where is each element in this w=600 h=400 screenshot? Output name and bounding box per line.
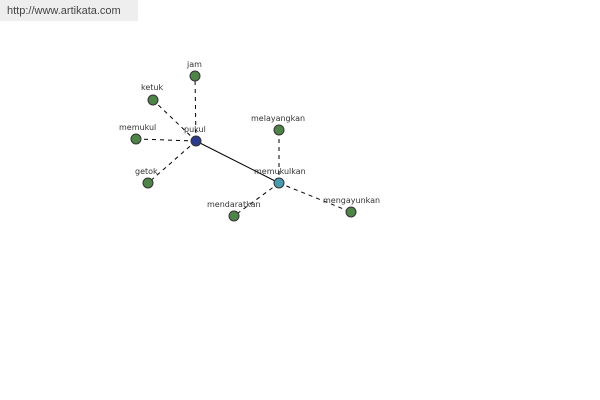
node-label-getok: getok [135, 167, 158, 176]
node-melayangkan[interactable] [273, 124, 285, 136]
edges-layer [135, 75, 352, 217]
node-ketuk[interactable] [147, 94, 159, 106]
node-label-memukul: memukul [119, 123, 156, 132]
node-label-mendaratkan: mendaratkan [207, 200, 261, 209]
node-mengayunkan[interactable] [345, 206, 357, 218]
edge-pukul-memukulkan [195, 140, 280, 184]
watermark-text: http://www.artikata.com [7, 5, 121, 17]
node-pukul[interactable] [190, 135, 202, 147]
node-label-melayangkan: melayangkan [251, 114, 305, 123]
edge-pukul-jam [194, 75, 197, 142]
node-jam[interactable] [189, 70, 201, 82]
node-label-ketuk: ketuk [141, 83, 163, 92]
node-label-mengayunkan: mengayunkan [323, 196, 380, 205]
node-label-pukul: pukul [184, 125, 206, 134]
node-label-memukulkan: memukulkan [254, 167, 306, 176]
node-getok[interactable] [142, 177, 154, 189]
edge-pukul-ketuk [152, 99, 197, 142]
node-label-jam: jam [186, 60, 202, 69]
labels-layer: pukul memukulkan jam ketuk memukul getok melay… [119, 60, 380, 209]
node-mendaratkan[interactable] [228, 210, 240, 222]
nodes-layer [130, 70, 357, 222]
watermark-banner: http://www.artikata.com [0, 0, 138, 21]
edge-memukulkan-mendaratkan [233, 182, 280, 217]
edge-pukul-memukul [135, 138, 197, 142]
edge-memukulkan-mengayunkan [278, 182, 352, 213]
edge-pukul-getok [147, 140, 197, 184]
node-memukul[interactable] [130, 133, 142, 145]
node-memukulkan[interactable] [273, 177, 285, 189]
